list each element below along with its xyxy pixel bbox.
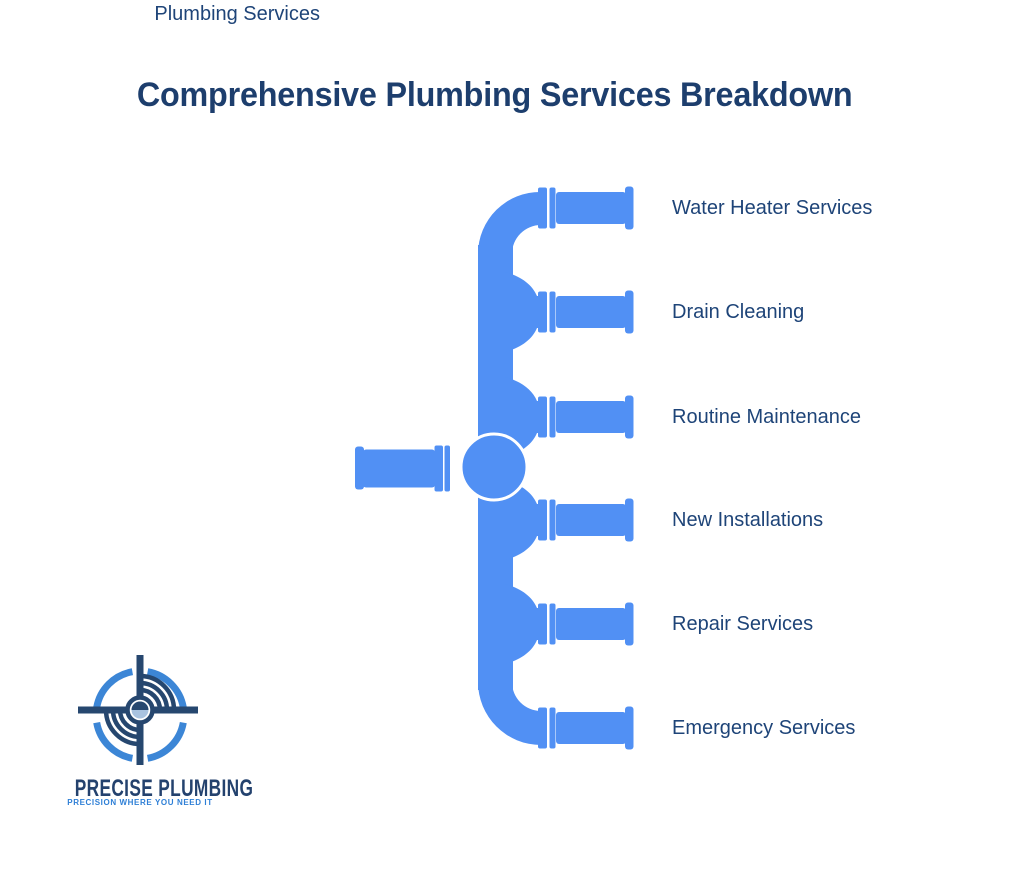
service-label-water-heater: Water Heater Services [672,197,873,219]
page-title: Comprehensive Plumbing Services Breakdow… [137,76,853,114]
logo-tagline: PRECISION WHERE YOU NEED IT [67,798,213,807]
branch-pipe-repair-services [538,602,634,646]
branch-pipe-routine-maintenance [538,395,634,439]
pipe-junction-circle [459,432,529,502]
branch-stub [505,272,545,352]
service-label-repair-services: Repair Services [672,613,814,635]
branch-pipe-water-heater [538,186,634,230]
service-label-routine-maintenance: Routine Maintenance [672,406,862,428]
service-label-new-installations: New Installations [672,509,824,531]
service-label-drain-cleaning: Drain Cleaning [672,301,805,323]
root-node-label: Plumbing Services [154,3,320,25]
branch-pipe-new-installations [538,498,634,542]
branch-pipe-drain-cleaning [538,290,634,334]
crosshair-target-icon [78,655,198,765]
company-logo: PRECISE PLUMBING PRECISION WHERE YOU NEE… [40,645,254,820]
root-pipe [355,445,450,492]
logo-company-name: PRECISE PLUMBING [74,775,254,802]
service-label-emergency-services: Emergency Services [672,717,856,739]
branch-stub [505,377,545,457]
branch-stub [505,584,545,664]
branch-stub [505,480,545,560]
branch-pipe-emergency-services [538,706,634,750]
elbow-bottom [478,682,541,745]
elbow-top [478,191,541,254]
